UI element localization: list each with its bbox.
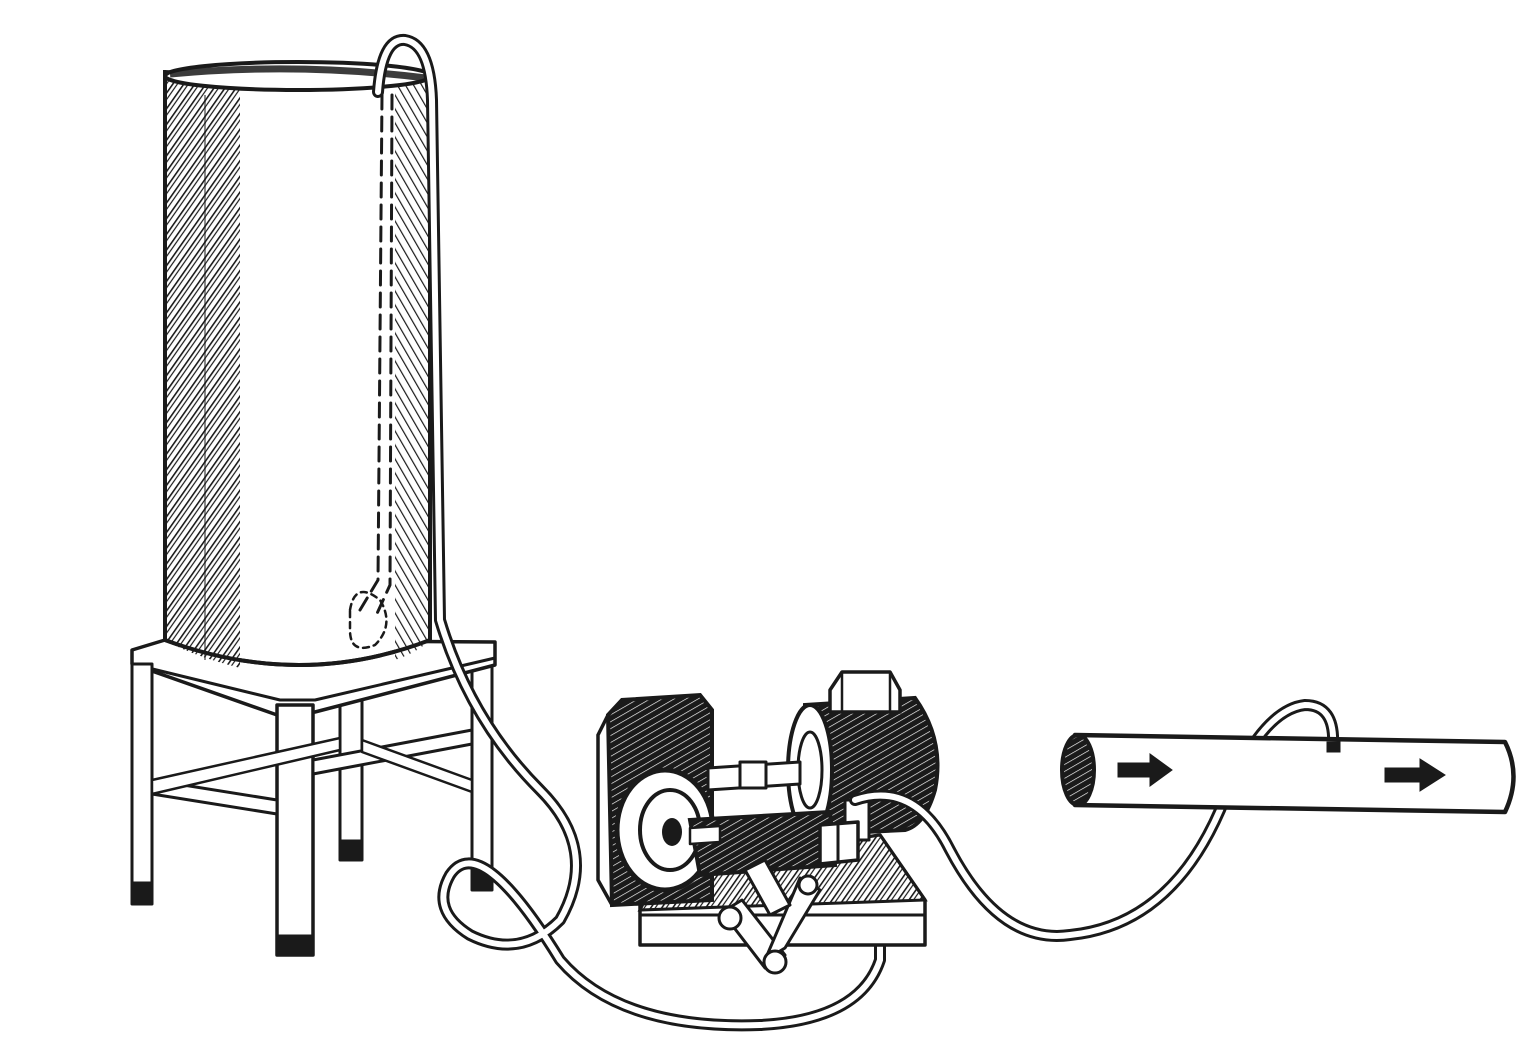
injection-pipe xyxy=(1062,735,1514,812)
